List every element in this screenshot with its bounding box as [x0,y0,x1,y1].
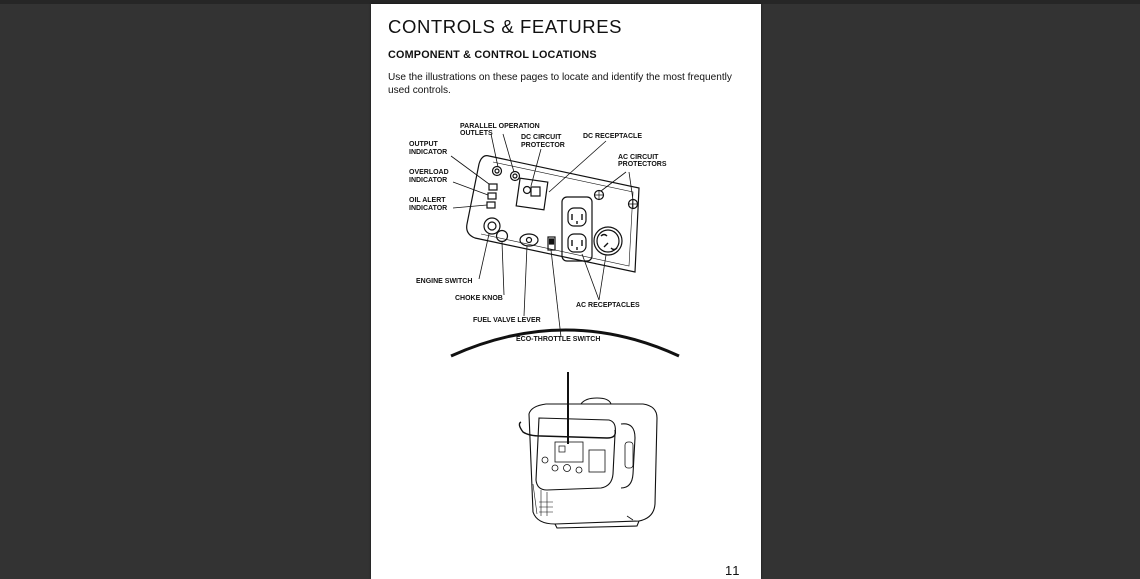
label-choke-knob: CHOKE KNOB [455,295,503,302]
dc-module [515,177,549,211]
label-ac-protectors-2: PROTECTORS [618,161,667,168]
label-dc-protector-2: PROTECTOR [521,142,565,149]
section-heading: COMPONENT & CONTROL LOCATIONS [388,49,597,61]
label-fuel-valve-lever: FUEL VALVE LEVER [473,317,541,324]
intro-paragraph: Use the illustrations on these pages to … [388,72,732,96]
choke-knob [495,229,509,243]
ac-protector-left [593,189,605,201]
label-ac-receptacles: AC RECEPTACLES [576,302,640,309]
label-ac-protectors-1: AC CIRCUIT [618,154,659,161]
dc-receptacle [530,186,541,197]
label-dc-protector-1: DC CIRCUIT [521,134,562,141]
magnifier-arc [450,328,680,358]
label-oil-alert-1: OIL ALERT [409,197,446,204]
manual-page: CONTROLS & FEATURES COMPONENT & CONTROL … [371,4,761,579]
generator-illustration [518,397,658,529]
ac-twist-lock-receptacle [593,226,623,256]
label-eco-throttle-switch: ECO-THROTTLE SWITCH [516,336,600,343]
output-indicator-light [488,183,498,191]
control-panel-outline [466,155,640,273]
control-panel-diagram: PARALLEL OPERATION OUTLETS DC CIRCUIT PR… [409,123,680,529]
parallel-outlet-left [491,165,503,177]
label-parallel-outlets-1: PARALLEL OPERATION [460,123,540,130]
fuel-valve-lever [519,233,539,247]
overload-indicator-light [487,192,497,200]
ac-duplex-receptacle [561,196,593,262]
label-oil-alert-2: INDICATOR [409,205,447,212]
label-output-indicator-2: INDICATOR [409,149,447,156]
page-title: CONTROLS & FEATURES [388,16,623,37]
label-dc-receptacle: DC RECEPTACLE [583,133,642,140]
page-number: 11 [725,563,741,578]
oil-alert-indicator-light [486,201,496,209]
eco-throttle-switch [547,236,556,251]
label-parallel-outlets-2: OUTLETS [460,130,493,137]
parallel-outlet-right [509,170,521,182]
engine-switch [483,217,501,235]
label-overload-indicator-1: OVERLOAD [409,169,449,176]
label-overload-indicator-2: INDICATOR [409,177,447,184]
label-output-indicator-1: OUTPUT [409,141,439,148]
viewer-top-bar [0,0,1140,4]
label-engine-switch: ENGINE SWITCH [416,278,472,285]
